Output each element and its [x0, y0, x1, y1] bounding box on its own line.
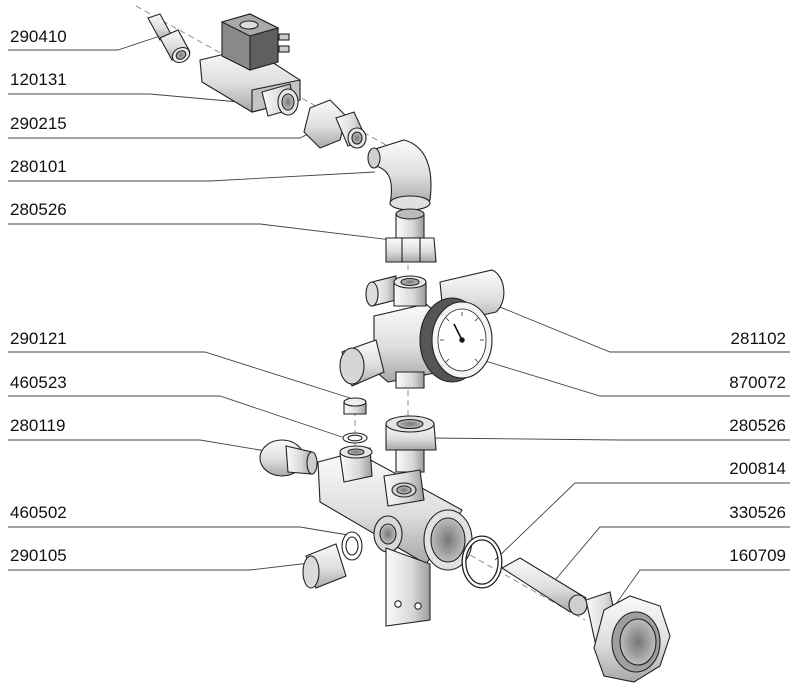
leader-lines [8, 35, 790, 616]
label-part-280119: 280119 [10, 416, 66, 435]
leader-280119 [8, 439, 273, 453]
leader-281102 [494, 304, 790, 353]
label-part-281102: 281102 [730, 329, 786, 348]
label-part-290121: 290121 [10, 329, 67, 348]
label-part-290215: 290215 [10, 114, 67, 133]
leader-280526-bottom [429, 437, 790, 441]
leader-870072 [481, 359, 790, 397]
leader-330526 [544, 526, 790, 593]
label-part-330526: 330526 [729, 503, 786, 522]
label-part-460502: 460502 [10, 503, 67, 522]
part-290215-hex-reducer [303, 99, 367, 149]
label-part-160709: 160709 [729, 546, 786, 565]
part-290121-plug [343, 397, 367, 415]
label-part-290105: 290105 [10, 546, 67, 565]
axis-lines [135, 5, 586, 621]
leader-290121 [8, 351, 351, 399]
label-part-280101: 280101 [10, 157, 67, 176]
part-200814-tee-body [317, 445, 473, 571]
leader-460502 [8, 526, 361, 538]
part-120131-solenoid-valve [199, 13, 301, 117]
leader-120131 [8, 93, 251, 104]
leader-280526-top [8, 223, 393, 241]
part-large-o-ring [461, 535, 503, 589]
part-290410-fitting [147, 13, 191, 64]
label-part-460523: 460523 [10, 373, 67, 392]
leader-280101 [8, 171, 376, 182]
label-part-120131: 120131 [10, 70, 67, 89]
leader-290105 [8, 561, 319, 571]
label-part-870072: 870072 [729, 373, 786, 392]
part-280101-elbow [367, 139, 432, 211]
label-part-280526-bottom: 280526 [729, 416, 786, 435]
label-part-290410: 290410 [10, 27, 67, 46]
part-280119-elbow-fitting [259, 439, 318, 477]
part-460523-gasket [342, 432, 368, 444]
part-460502-gasket [341, 531, 363, 561]
part-160709-knob [585, 591, 671, 683]
label-part-200814: 200814 [729, 459, 786, 478]
part-bracket [385, 547, 431, 627]
part-870072-pressure-gauge [419, 297, 493, 383]
part-290105-cap [302, 543, 347, 589]
leader-460523 [8, 395, 343, 438]
leader-290410 [8, 35, 161, 51]
leader-160709 [607, 569, 790, 616]
label-part-280526-top: 280526 [10, 200, 67, 219]
leader-200814 [494, 482, 790, 561]
part-280526-top-nipple [385, 208, 437, 263]
part-280526-bottom-nipple [385, 415, 437, 473]
part-330526-tube [500, 557, 588, 616]
